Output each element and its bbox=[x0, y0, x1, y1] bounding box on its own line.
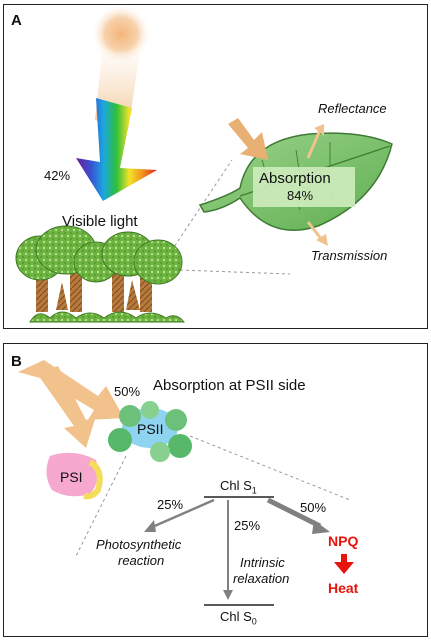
transmission-label: Transmission bbox=[311, 248, 388, 263]
npq-arrow bbox=[266, 497, 330, 534]
heat-label: Heat bbox=[328, 580, 359, 596]
intrinsic-line1: Intrinsic bbox=[240, 555, 285, 570]
light-input-arrow bbox=[18, 360, 124, 448]
psii-percentage: 50% bbox=[114, 384, 141, 399]
intrinsic-percentage: 25% bbox=[234, 518, 261, 533]
intrinsic-line2: relaxation bbox=[233, 571, 290, 586]
photosynthetic-arrow bbox=[144, 498, 215, 532]
absorption-arrow bbox=[228, 118, 268, 160]
heat-arrow bbox=[334, 554, 354, 574]
trees-icon bbox=[15, 225, 186, 323]
chl-s1-label: Chl S1 bbox=[220, 478, 257, 496]
sun-icon bbox=[91, 4, 151, 64]
photosynthetic-line1: Photosynthetic bbox=[96, 537, 182, 552]
visible-light-percentage: 42% bbox=[44, 168, 71, 183]
panel-b-title: Absorption at PSII side bbox=[153, 377, 306, 394]
psi-complex-icon bbox=[46, 452, 103, 500]
photosynthetic-line2: reaction bbox=[118, 553, 165, 568]
absorption-percentage: 84% bbox=[287, 188, 314, 203]
chl-s0-label: Chl S0 bbox=[220, 609, 257, 627]
psii-complex-icon bbox=[108, 401, 192, 462]
absorption-box bbox=[253, 167, 355, 207]
npq-percentage: 50% bbox=[300, 500, 327, 515]
rainbow-arrow-icon bbox=[76, 98, 157, 201]
intrinsic-arrow bbox=[223, 500, 233, 600]
reflectance-arrow bbox=[306, 124, 324, 159]
psi-label: PSI bbox=[60, 469, 83, 485]
transmission-arrow bbox=[306, 221, 328, 246]
absorption-label: Absorption bbox=[259, 170, 331, 187]
npq-label: NPQ bbox=[328, 533, 359, 549]
panel-a-label: A bbox=[11, 12, 22, 29]
panel-b-label: B bbox=[11, 353, 22, 370]
visible-light-label: Visible light bbox=[62, 213, 138, 230]
reflectance-label: Reflectance bbox=[318, 101, 387, 116]
photosynthetic-percentage: 25% bbox=[157, 497, 184, 512]
psii-label: PSII bbox=[137, 421, 164, 437]
